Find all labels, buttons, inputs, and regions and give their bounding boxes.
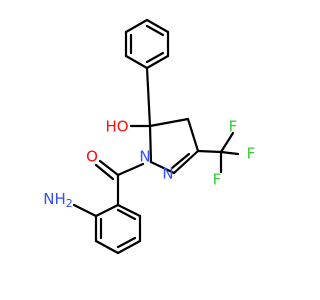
molecule-canvas: HO O N N NH2 F F F [43,18,256,255]
hydroxyl-label: HO [105,118,128,136]
bond-aryl-nh2 [72,203,98,218]
fluorine-right-label: F [247,145,256,163]
carbonyl-group [94,159,120,181]
bond-n1-carbonyl [116,162,145,177]
amine-label: NH2 [43,190,73,211]
bond-phenyl-c5 [145,66,152,128]
pyrazoline-ring [148,117,200,175]
aminophenyl-ring [94,203,142,255]
phenyl-ring [124,18,170,70]
fluorine-left-label: F [213,171,222,189]
carbonyl-oxygen-label: O [86,148,98,166]
cf3-group [196,131,240,174]
structure-diagram: HO O N N NH2 F F F [43,18,256,255]
ring-nitrogen-1-label: N [139,148,150,166]
ring-nitrogen-2-label: N [162,165,173,183]
fluorine-top-label: F [229,118,238,136]
